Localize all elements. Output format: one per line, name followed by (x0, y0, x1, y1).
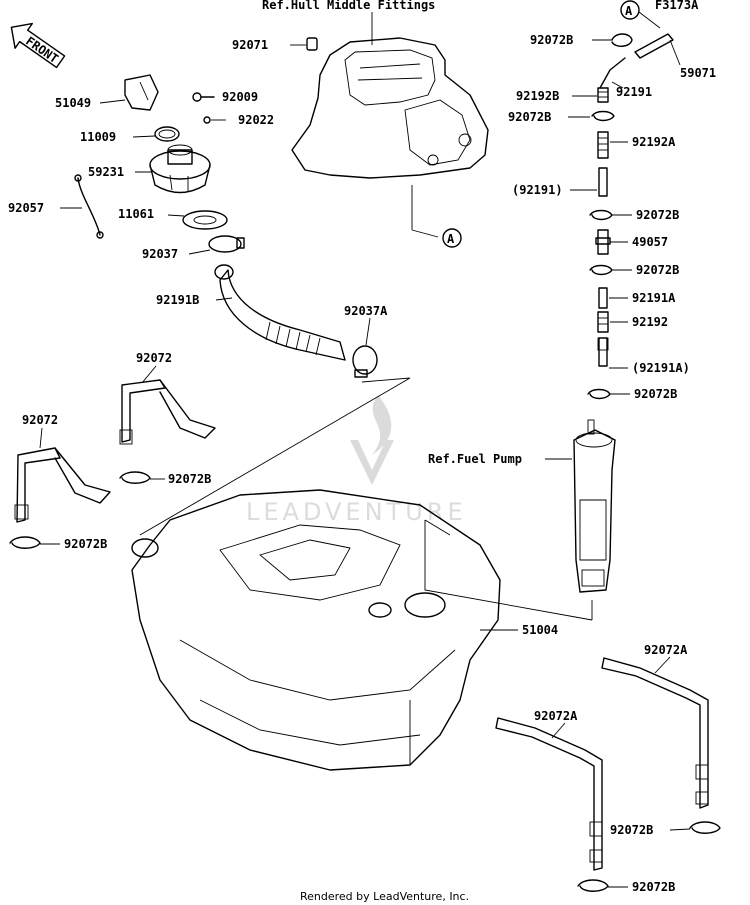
label-11009: 11009 (80, 130, 116, 144)
label-92072B-8: 92072B (634, 387, 677, 401)
part-49057-valve (595, 229, 628, 255)
part-92072B-ring-1 (119, 471, 165, 484)
label-92191A: 92191A (632, 291, 676, 305)
svg-text:A: A (625, 4, 633, 18)
label-11061: 11061 (118, 207, 154, 221)
part-11061-gasket (167, 210, 228, 230)
hull-middle-fitting (291, 37, 489, 179)
label-92072B-4: 92072B (632, 880, 675, 894)
label-92072-left: 92072 (22, 413, 58, 427)
part-92072B-ring-7 (589, 264, 632, 276)
part-92072B-ring-6 (589, 209, 632, 221)
part-92072A-strap-lower (495, 717, 603, 871)
watermark-text: LEADVENTURE (246, 498, 467, 526)
part-92072B-ring-4 (577, 879, 628, 892)
part-92009 (192, 92, 215, 102)
part-92072A-strap-right (601, 656, 709, 809)
label-59071: 59071 (680, 66, 716, 80)
label-92072B-5: 92072B (508, 110, 551, 124)
label-92037A: 92037A (344, 304, 388, 318)
footer-credit: Rendered by LeadVenture, Inc. (300, 890, 469, 903)
part-92037A-clamp (352, 317, 378, 378)
diagram-code: F3173A (655, 0, 699, 12)
label-92037: 92037 (142, 247, 178, 261)
ref-fuel-pump: Ref.Fuel Pump (428, 452, 522, 466)
label-92191B: 92191B (156, 293, 199, 307)
label-92192: 92192 (632, 315, 668, 329)
label-92072A-lower: 92072A (534, 709, 578, 723)
svg-text:A: A (447, 232, 455, 246)
label-92072B-2: 92072B (64, 537, 107, 551)
part-59071 (634, 33, 681, 66)
part-92192B (572, 87, 609, 103)
label-92072A-right: 92072A (644, 643, 688, 657)
part-59231-filler-neck (135, 144, 211, 194)
part-92057-tether (60, 174, 104, 239)
label-92057: 92057 (8, 201, 44, 215)
part-11009 (132, 126, 180, 142)
part-51004-fuel-tank (131, 489, 518, 771)
label-49057: 49057 (632, 235, 668, 249)
label-92191A-paren: (92191A) (632, 361, 690, 375)
part-92072B-ring-top (592, 33, 633, 47)
label-92072B-7: 92072B (636, 263, 679, 277)
fuel-pump (573, 419, 616, 593)
part-92072-strap-upper (119, 365, 216, 445)
ref-hull-middle-fittings: Ref.Hull Middle Fittings (262, 0, 435, 12)
ref-marker-a-upper: A (620, 0, 640, 20)
label-92071: 92071 (232, 38, 268, 52)
label-92072B-3: 92072B (610, 823, 653, 837)
front-arrow-icon: FRONT (10, 22, 66, 69)
part-92072B-ring-8 (587, 388, 630, 400)
part-92191A-paren (597, 337, 628, 369)
label-92072-upper: 92072 (136, 351, 172, 365)
label-92009: 92009 (222, 90, 258, 104)
part-92192 (597, 311, 628, 333)
label-92191-paren: (92191) (512, 183, 563, 197)
part-92022 (203, 116, 226, 124)
label-92072B-6: 92072B (636, 208, 679, 222)
part-92037-clamp (188, 235, 245, 255)
part-92191-segment (570, 167, 608, 197)
part-92072-strap-left (14, 427, 111, 523)
part-92072B-ring-2 (9, 536, 60, 549)
front-label: FRONT (23, 34, 61, 66)
part-92191-hose (599, 57, 626, 89)
part-92192A (597, 131, 628, 159)
part-92072B-ring-3 (669, 821, 721, 834)
label-92192B: 92192B (516, 89, 559, 103)
part-92072B-ring-5 (568, 110, 615, 122)
part-51049-cap (99, 74, 159, 111)
part-92191A (598, 287, 628, 309)
label-92191: 92191 (616, 85, 652, 99)
label-51049: 51049 (55, 96, 91, 110)
label-51004: 51004 (522, 623, 558, 637)
label-59231: 59231 (88, 165, 124, 179)
label-92072B-1: 92072B (168, 472, 211, 486)
part-92071 (290, 37, 318, 51)
label-92072B-top: 92072B (530, 33, 573, 47)
label-92022: 92022 (238, 113, 274, 127)
label-92192A: 92192A (632, 135, 676, 149)
ref-marker-a-lower: A (442, 228, 462, 248)
part-92191B-hose (214, 264, 346, 361)
